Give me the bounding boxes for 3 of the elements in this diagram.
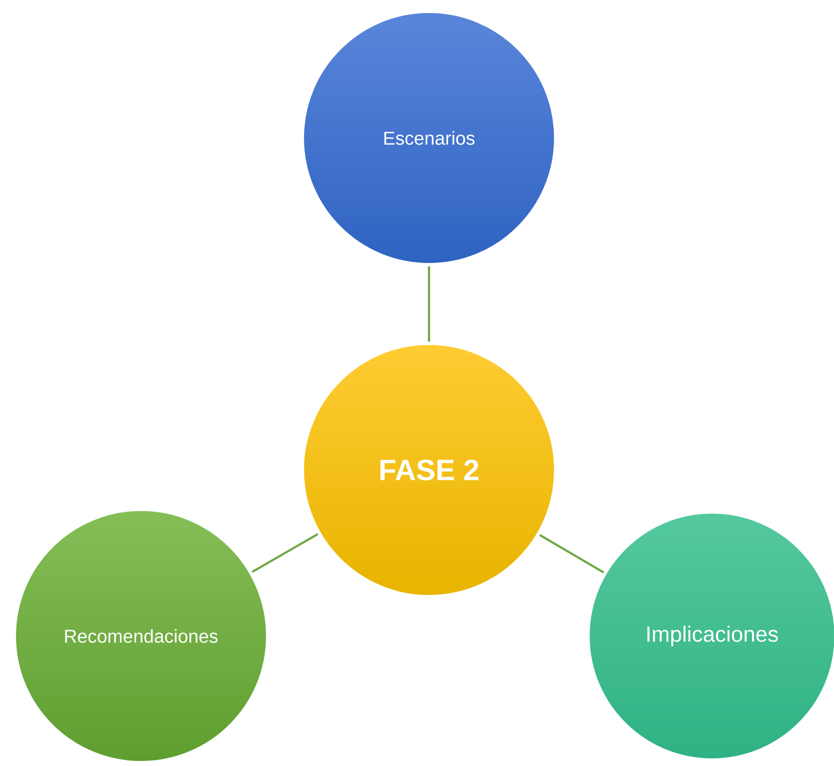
connector-line (252, 533, 318, 573)
connector-line (428, 266, 430, 342)
connector-line (539, 534, 604, 574)
